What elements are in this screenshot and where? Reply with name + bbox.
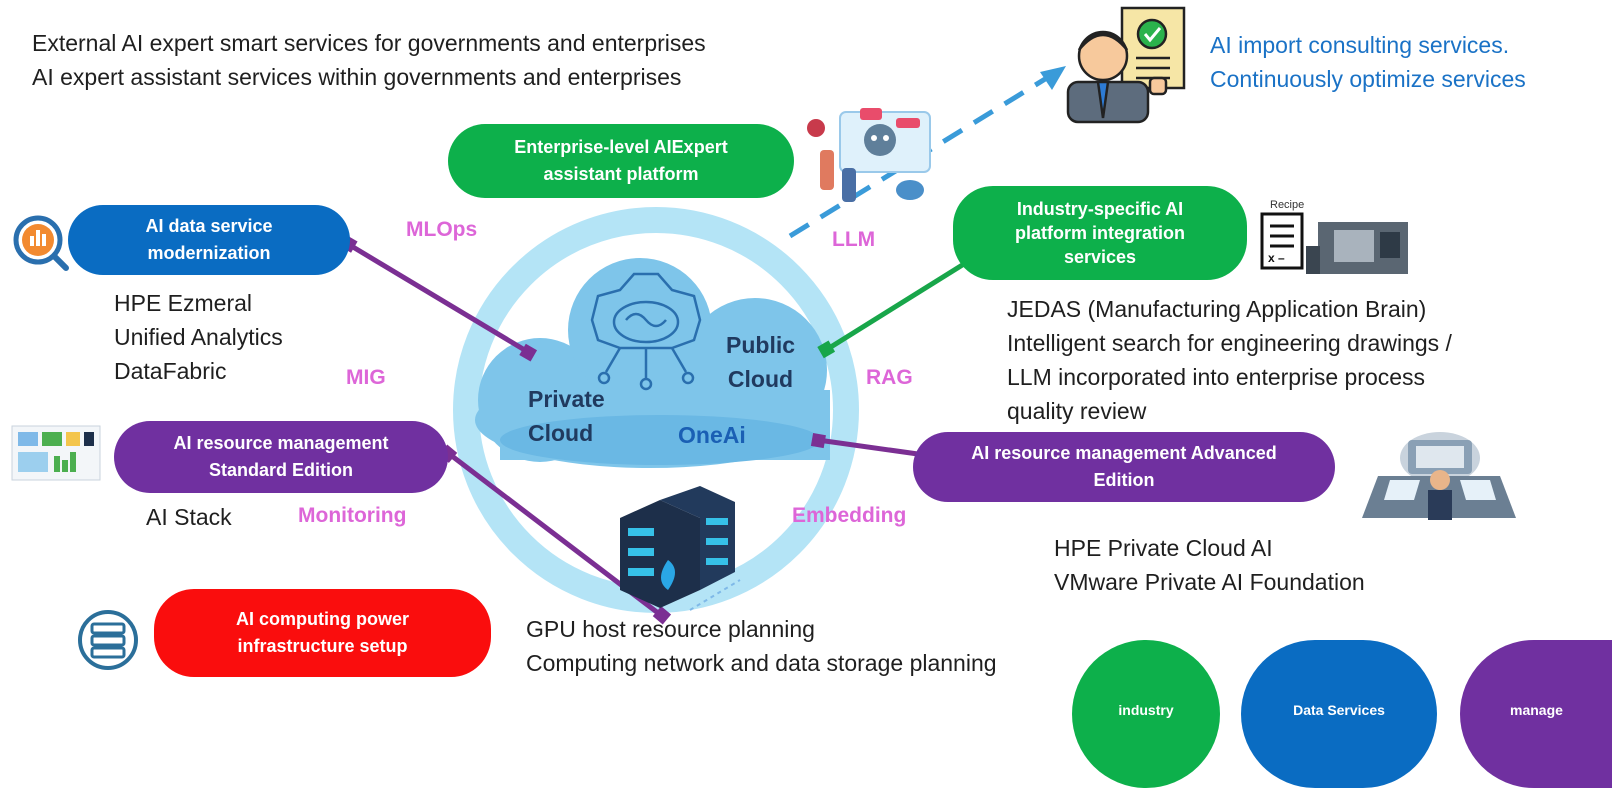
ezmeral-item: Unified Analytics	[114, 324, 283, 350]
data-services-button-label: Data Services	[1293, 702, 1385, 718]
ai-stack-text: AI Stack	[146, 504, 232, 530]
industry-button-label: industry	[1118, 702, 1174, 718]
pill-label: services	[1063, 247, 1137, 267]
tag-rag: RAG	[866, 366, 913, 389]
consulting-line-1: AI import consulting services.	[1210, 32, 1510, 58]
header-text: External AI expert smart services for go…	[32, 26, 706, 94]
pill-label: platform integration	[1015, 223, 1185, 243]
pill-label: infrastructure setup	[237, 636, 408, 656]
server-list-icon	[78, 610, 138, 670]
manage-button[interactable]: manage	[1460, 640, 1612, 788]
hpe-private-list: HPE Private Cloud AI VMware Private AI F…	[1054, 531, 1365, 599]
computing-infra-pill[interactable]: AI computing power infrastructure setup	[154, 589, 491, 677]
public-line-1: Public	[726, 332, 796, 358]
jedas-item: quality review	[1007, 398, 1147, 424]
private-line-1: Private	[528, 386, 605, 412]
pill-label: Industry-specific AI	[1016, 199, 1184, 219]
recipe-label: Recipe	[1270, 199, 1305, 211]
header-line-1: External AI expert smart services for go…	[32, 30, 706, 56]
private-cloud-label: Private Cloud	[528, 382, 605, 450]
jedas-list: JEDAS (Manufacturing Application Brain) …	[1007, 292, 1452, 428]
jedas-item: Intelligent search for engineering drawi…	[1007, 330, 1452, 356]
header-line-2: AI expert assistant services within gove…	[32, 64, 682, 90]
tag-embedding: Embedding	[792, 504, 907, 527]
pill-label: AI data service	[145, 216, 273, 236]
tag-monitoring: Monitoring	[298, 504, 407, 527]
enterprise-expert-pill[interactable]: Enterprise-level AIExpert assistant platf…	[448, 124, 794, 198]
public-line-2: Cloud	[727, 366, 794, 392]
dashboard-thumbnail	[11, 425, 101, 481]
public-cloud-label: Public Cloud	[726, 328, 795, 396]
gpu-item: GPU host resource planning	[526, 616, 815, 642]
data-service-pill[interactable]: AI data service modernization	[68, 205, 350, 275]
pill-label: Enterprise-level AIExpert	[514, 137, 728, 157]
private-line-2: Cloud	[528, 420, 594, 446]
pill-label: assistant platform	[543, 164, 699, 184]
pill-label: AI resource management Advanced	[971, 443, 1277, 463]
brain-gear-icon	[590, 272, 702, 391]
jedas-item: LLM incorporated into enterprise process	[1007, 364, 1426, 390]
ezmeral-item: DataFabric	[114, 358, 227, 384]
pill-label: AI computing power	[236, 609, 409, 629]
hpe-private-item: HPE Private Cloud AI	[1054, 535, 1273, 561]
data-services-button[interactable]: Data Services	[1241, 640, 1437, 788]
pill-label: AI resource management	[173, 433, 389, 453]
consulting-line-2: Continuously optimize services	[1210, 66, 1526, 92]
hpe-private-item: VMware Private AI Foundation	[1054, 569, 1365, 595]
oneai-brand: OneAi	[678, 422, 746, 448]
manage-button-label: manage	[1510, 702, 1563, 718]
control-room-icon	[1362, 432, 1516, 520]
pill-label: Edition	[1093, 470, 1155, 490]
recipe-machine-icon: x –	[1260, 212, 1408, 274]
ezmeral-item: HPE Ezmeral	[114, 290, 253, 316]
svg-text:x –: x –	[1268, 251, 1285, 265]
pill-label: Standard Edition	[208, 460, 353, 480]
tag-mig: MIG	[346, 366, 386, 389]
tag-llm: LLM	[832, 228, 876, 251]
industry-platform-pill[interactable]: Industry-specific AI platform integration…	[953, 186, 1247, 280]
consulting-text: AI import consulting services. Continuou…	[1210, 28, 1526, 96]
jedas-item: JEDAS (Manufacturing Application Brain)	[1007, 296, 1427, 322]
pill-label: modernization	[147, 243, 271, 263]
consultant-icon	[1066, 6, 1186, 124]
ezmeral-list: HPE Ezmeral Unified Analytics DataFabric	[114, 286, 283, 388]
gpu-item: Computing network and data storage plann…	[526, 650, 997, 676]
analytics-magnifier-icon	[13, 215, 69, 271]
gpu-planning-list: GPU host resource planning Computing net…	[526, 612, 997, 680]
llm-illustration	[807, 108, 931, 202]
industry-button[interactable]: industry	[1072, 640, 1220, 788]
tag-mlops: MLOps	[406, 218, 478, 241]
server-rack-icon	[620, 486, 741, 611]
